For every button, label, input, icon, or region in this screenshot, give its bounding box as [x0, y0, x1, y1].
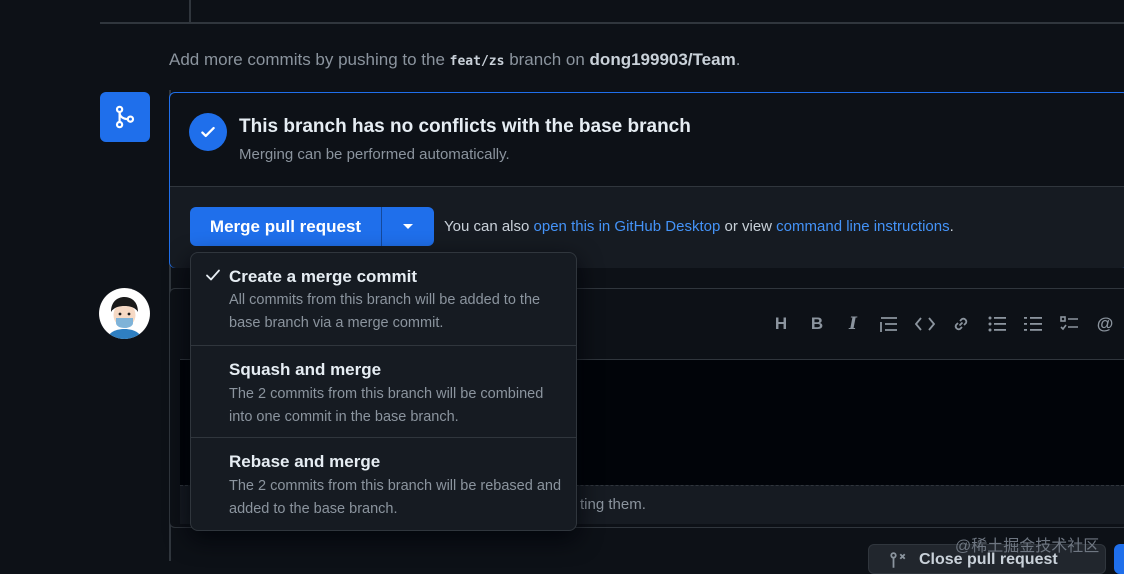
merge-option-squash-and-merge[interactable]: Squash and merge The 2 commits from this…	[191, 345, 576, 437]
repo-name: dong199903/Team	[589, 50, 736, 69]
caret-down-icon	[403, 224, 413, 229]
merge-option-title: Squash and merge	[229, 360, 382, 379]
merge-status-title: This branch has no conflicts with the ba…	[239, 116, 691, 137]
avatar[interactable]	[99, 288, 150, 339]
merge-option-description: The 2 commits from this branch will be c…	[229, 386, 544, 425]
check-circle-icon	[189, 113, 227, 151]
merge-option-title: Create a merge commit	[229, 267, 418, 286]
merge-method-dropdown-toggle[interactable]	[382, 207, 434, 246]
merge-pull-request-button[interactable]: Merge pull request	[190, 207, 382, 246]
merge-option-description: All commits from this branch will be add…	[229, 292, 541, 331]
timeline-separator	[100, 22, 1124, 24]
task-list-icon[interactable]	[1058, 313, 1080, 335]
branch-name: feat/zs	[449, 54, 505, 69]
alternative-merge-text: You can also open this in GitHub Desktop…	[444, 218, 954, 235]
push-info-text: Add more commits by pushing to the feat/…	[169, 50, 741, 69]
git-pull-request-closed-icon	[890, 552, 906, 568]
ordered-list-icon[interactable]	[1022, 313, 1044, 335]
watermark: @稀土掘金技术社区	[955, 538, 1100, 555]
merge-method-menu: Create a merge commit All commits from t…	[190, 252, 577, 531]
command-line-instructions-link[interactable]: command line instructions	[776, 218, 950, 235]
italic-icon[interactable]: I	[849, 314, 857, 334]
check-icon	[206, 269, 220, 281]
heading-icon[interactable]: H	[774, 314, 788, 333]
comment-button[interactable]	[1114, 544, 1124, 574]
quote-icon[interactable]	[878, 313, 900, 335]
unordered-list-icon[interactable]	[986, 313, 1008, 335]
merge-option-rebase-and-merge[interactable]: Rebase and merge The 2 commits from this…	[191, 437, 576, 529]
merge-option-description: The 2 commits from this branch will be r…	[229, 478, 562, 517]
code-icon[interactable]	[914, 313, 936, 335]
bold-icon[interactable]: B	[810, 314, 824, 333]
merge-status-subtitle: Merging can be performed automatically.	[239, 146, 510, 163]
git-merge-icon	[100, 92, 150, 142]
mention-icon[interactable]: @	[1096, 314, 1114, 333]
markdown-toolbar: H B I @	[770, 313, 1116, 335]
merge-option-create-merge-commit[interactable]: Create a merge commit All commits from t…	[191, 253, 576, 345]
merge-option-title: Rebase and merge	[229, 452, 381, 471]
open-in-desktop-link[interactable]: open this in GitHub Desktop	[533, 218, 721, 235]
link-icon[interactable]	[950, 313, 972, 335]
timeline-line-top	[189, 0, 191, 22]
attach-files-hint: ting them.	[580, 496, 646, 513]
